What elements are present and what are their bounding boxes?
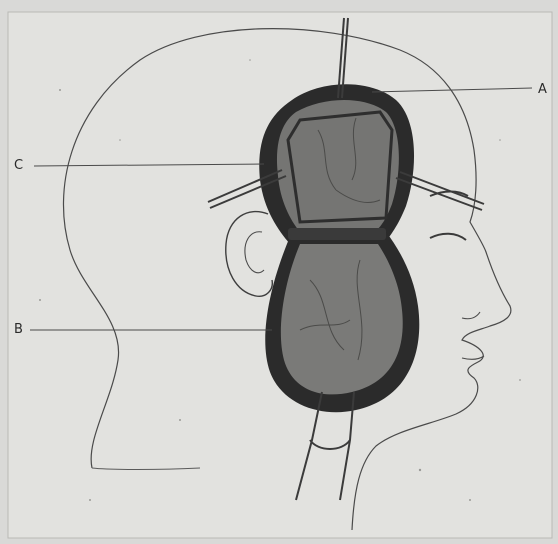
- label-c: C: [14, 158, 24, 173]
- label-a: A: [538, 82, 547, 97]
- isthmus-band: [288, 228, 386, 240]
- label-b: B: [14, 322, 23, 337]
- upper-lobe-cavity: [277, 100, 399, 232]
- lower-lobe-cavity: [281, 244, 403, 394]
